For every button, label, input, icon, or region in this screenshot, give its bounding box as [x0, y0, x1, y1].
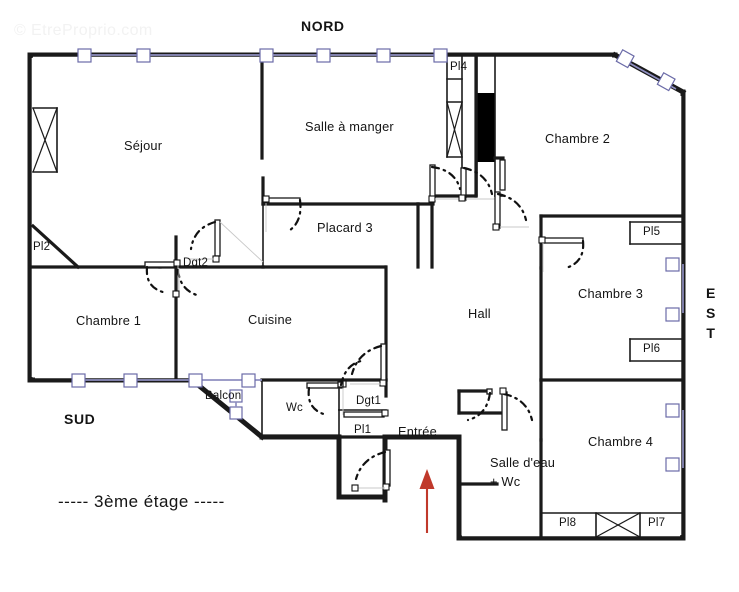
closet-label-pl8: Pl8 — [559, 517, 577, 529]
compass-label-sud: SUD — [64, 411, 96, 427]
room-label-placard-3: Placard 3 — [317, 220, 373, 235]
room-label-dgt1: Dgt1 — [356, 395, 382, 407]
compass-est-letter-e: E — [706, 285, 716, 301]
room-label-chambre-2: Chambre 2 — [545, 131, 611, 146]
closet-label-pl6: Pl6 — [643, 343, 661, 355]
room-label-chambre-4: Chambre 4 — [588, 434, 654, 449]
room-label-salle-deau-wc: + Wc — [490, 474, 521, 489]
compass-label-nord: NORD — [301, 18, 345, 34]
room-label-dgt2: Dgt2 — [183, 257, 209, 269]
compass-est-letter-t: T — [706, 325, 716, 341]
closet-label-pl7: Pl7 — [648, 517, 666, 529]
door-sejour-placard — [262, 195, 302, 234]
room-label-balcon: Balcon — [205, 390, 242, 402]
room-label-cuisine: Cuisine — [248, 312, 293, 327]
closet-label-pl2: Pl2 — [33, 241, 51, 253]
door-hall-chambre2 — [492, 191, 529, 231]
door-cuisine — [350, 343, 387, 387]
windows — [71, 48, 684, 472]
door-hall-upper — [499, 159, 506, 191]
door-entree-hinge — [351, 484, 359, 492]
door-dgt2-sejour — [188, 219, 221, 263]
watermark-etreproprio: © EtreProprio.com — [14, 22, 153, 39]
door-chambre3 — [538, 236, 585, 272]
room-label-sejour: Séjour — [124, 138, 163, 153]
closet-label-pl5: Pl5 — [643, 226, 661, 238]
compass-label-est: E S T — [706, 283, 716, 343]
compass-est-letter-s: S — [706, 305, 716, 321]
door-dgt1-top — [337, 359, 363, 388]
floor-level-caption: ----- 3ème étage ----- — [58, 492, 225, 511]
door-dgt1-pl1 — [343, 409, 389, 418]
closet-label-pl1: Pl1 — [354, 424, 372, 436]
room-label-entree: Entrée — [398, 424, 437, 439]
door-chambre1-stub — [172, 290, 180, 298]
entry-arrow-icon — [419, 469, 435, 533]
room-label-chambre-3: Chambre 3 — [578, 286, 644, 301]
room-label-hall: Hall — [468, 306, 491, 321]
door-salle-eau — [466, 388, 493, 422]
room-label-wc: Wc — [286, 402, 304, 414]
door-dgt2-cuisine — [176, 268, 202, 298]
closet-label-pl4: Pl4 — [450, 61, 468, 73]
room-label-chambre-1: Chambre 1 — [76, 313, 142, 328]
door-chambre2 — [458, 166, 496, 202]
door-dgt2-left — [144, 259, 181, 295]
door-entree — [353, 449, 391, 491]
room-label-salle-a-manger: Salle à manger — [305, 119, 394, 134]
room-label-salle-deau: Salle d'eau — [490, 455, 556, 470]
doors — [144, 159, 585, 492]
door-chambre4 — [499, 387, 534, 431]
